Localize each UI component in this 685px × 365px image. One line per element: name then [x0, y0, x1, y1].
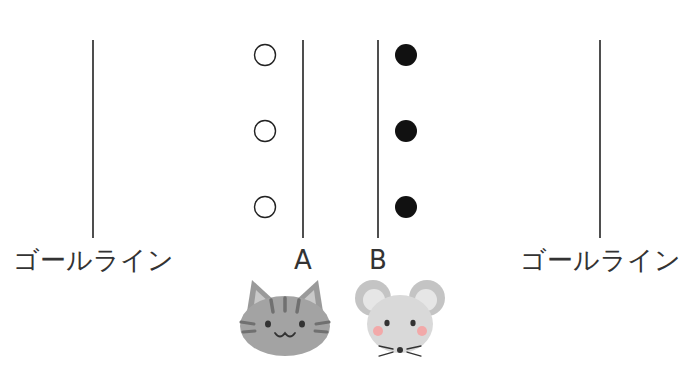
start-line — [377, 40, 379, 238]
goal-line-label: ゴールライン — [13, 246, 174, 275]
black-stone — [395, 44, 417, 66]
field-lines — [93, 40, 600, 238]
black-stones — [395, 44, 417, 218]
cat-face — [240, 280, 330, 356]
mouse-face — [355, 280, 445, 356]
line-label: B — [369, 246, 387, 275]
white-stone — [255, 45, 276, 66]
goal-line-label: ゴールライン — [520, 246, 681, 275]
black-stone — [395, 120, 417, 142]
white-stones — [255, 45, 276, 218]
white-stone — [255, 121, 276, 142]
black-stone — [395, 196, 417, 218]
start-line — [302, 40, 304, 238]
goal-line — [92, 40, 94, 238]
line-label: A — [294, 246, 312, 275]
white-stone — [255, 197, 276, 218]
goal-line — [599, 40, 601, 238]
